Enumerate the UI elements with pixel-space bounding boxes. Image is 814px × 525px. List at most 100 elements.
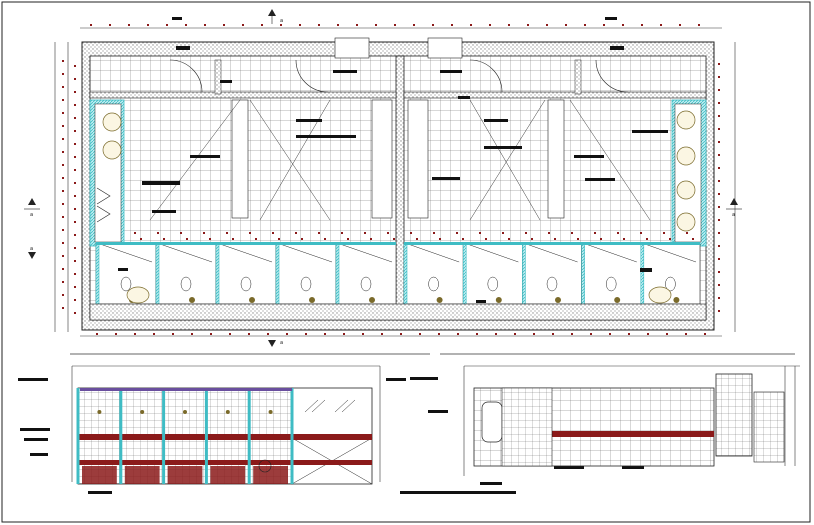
dimension-tick [278, 238, 280, 240]
window-grid [715, 373, 753, 457]
dimension-tick [718, 297, 720, 299]
dimension-tick [74, 65, 76, 67]
stall-partition [581, 243, 585, 305]
door-swing-line [159, 243, 213, 263]
dimension-tick [115, 333, 117, 335]
dimension-tick [74, 117, 76, 119]
svg-text:a: a [280, 340, 283, 346]
elevation-left-panels [18, 377, 644, 484]
dimension-tick [647, 333, 649, 335]
dimension-tick [203, 232, 205, 234]
annotation-bar [574, 155, 604, 158]
dimension-tick [600, 238, 602, 240]
elevation-annotation-bar [622, 466, 644, 469]
annotation-bar [605, 17, 617, 20]
dimension-tick [489, 24, 491, 26]
toilet-fixture [665, 276, 676, 292]
dimension-tick [470, 24, 472, 26]
dimension-tick [400, 333, 402, 335]
stall-partition [335, 243, 340, 305]
dimension-tick [692, 238, 694, 240]
dimension-tick [508, 24, 510, 26]
panel-base [82, 466, 117, 484]
dimension-tick [628, 333, 630, 335]
dimension-tick [248, 333, 250, 335]
dimension-tick [223, 24, 225, 26]
annotation-bar [585, 178, 615, 181]
panel-base [124, 466, 160, 484]
dimension-tick [305, 333, 307, 335]
dimension-tick [571, 333, 573, 335]
dimension-tick [140, 238, 142, 240]
dimension-tick [62, 242, 64, 244]
dimension-tick [531, 238, 533, 240]
stall-partition [95, 243, 100, 305]
door-swing-line [644, 243, 697, 263]
dimension-tick [718, 258, 720, 260]
basin [648, 286, 672, 304]
dimension-tick [324, 333, 326, 335]
dimension-tick [62, 255, 64, 257]
toilet-stall [335, 243, 397, 305]
dimension-tick [134, 232, 136, 234]
annotation-bar [484, 119, 508, 122]
dimension-tick [387, 232, 389, 234]
dimension-tick [62, 112, 64, 114]
dimension-tick [209, 238, 211, 240]
toilet-stall [275, 243, 337, 305]
dimension-tick [413, 24, 415, 26]
dimension-tick [527, 24, 529, 26]
dimension-tick [514, 333, 516, 335]
elevation-annotation-bar [24, 438, 48, 441]
dimension-tick [704, 333, 706, 335]
dimension-tick [272, 232, 274, 234]
dimension-tick [74, 273, 76, 275]
dimension-tick [623, 238, 625, 240]
dimension-tick [718, 76, 720, 78]
dimension-tick [718, 284, 720, 286]
dimension-tick [109, 24, 111, 26]
dimension-tick [416, 238, 418, 240]
annotation-bar [333, 70, 357, 73]
dimension-tick [74, 260, 76, 262]
floor-drain [673, 297, 680, 303]
floor-drain [309, 297, 315, 303]
toilet-fixture [487, 276, 499, 292]
dimension-tick [301, 238, 303, 240]
dimension-tick [74, 104, 76, 106]
dimension-tick [267, 333, 269, 335]
dimension-tick [718, 180, 720, 182]
dimension-tick [462, 238, 464, 240]
dimension-tick [134, 333, 136, 335]
toilet-fixture [605, 276, 617, 292]
toilet-stall [581, 243, 642, 305]
dimension-tick [74, 143, 76, 145]
panel-fixture [183, 410, 187, 414]
section-marker-left-upper: a [24, 198, 40, 218]
section-marker-right: a [726, 198, 742, 218]
dimension-tick [364, 232, 366, 234]
dimension-tick [343, 333, 345, 335]
toilet-stall [215, 243, 277, 305]
dimension-tick [62, 86, 64, 88]
section-marker-bottom: a [268, 340, 283, 347]
panel-fixture [225, 410, 230, 414]
dimension-tick [74, 299, 76, 301]
urinal-elevation [481, 401, 503, 443]
panel-divider [247, 388, 251, 484]
panel-fixture [97, 410, 102, 414]
dimension-tick [594, 232, 596, 234]
stall-partition [215, 243, 220, 305]
annotation-bar [118, 268, 128, 271]
dimension-tick [686, 232, 688, 234]
dimension-tick [62, 190, 64, 192]
dimension-tick [74, 91, 76, 93]
stall-partition [275, 243, 280, 305]
toilet-stall [155, 243, 217, 305]
dimension-tick [62, 151, 64, 153]
dimension-tick [485, 238, 487, 240]
stall-partition [462, 243, 467, 305]
dimension-tick [74, 247, 76, 249]
annotation-bar [610, 46, 624, 50]
dimension-tick [180, 232, 182, 234]
